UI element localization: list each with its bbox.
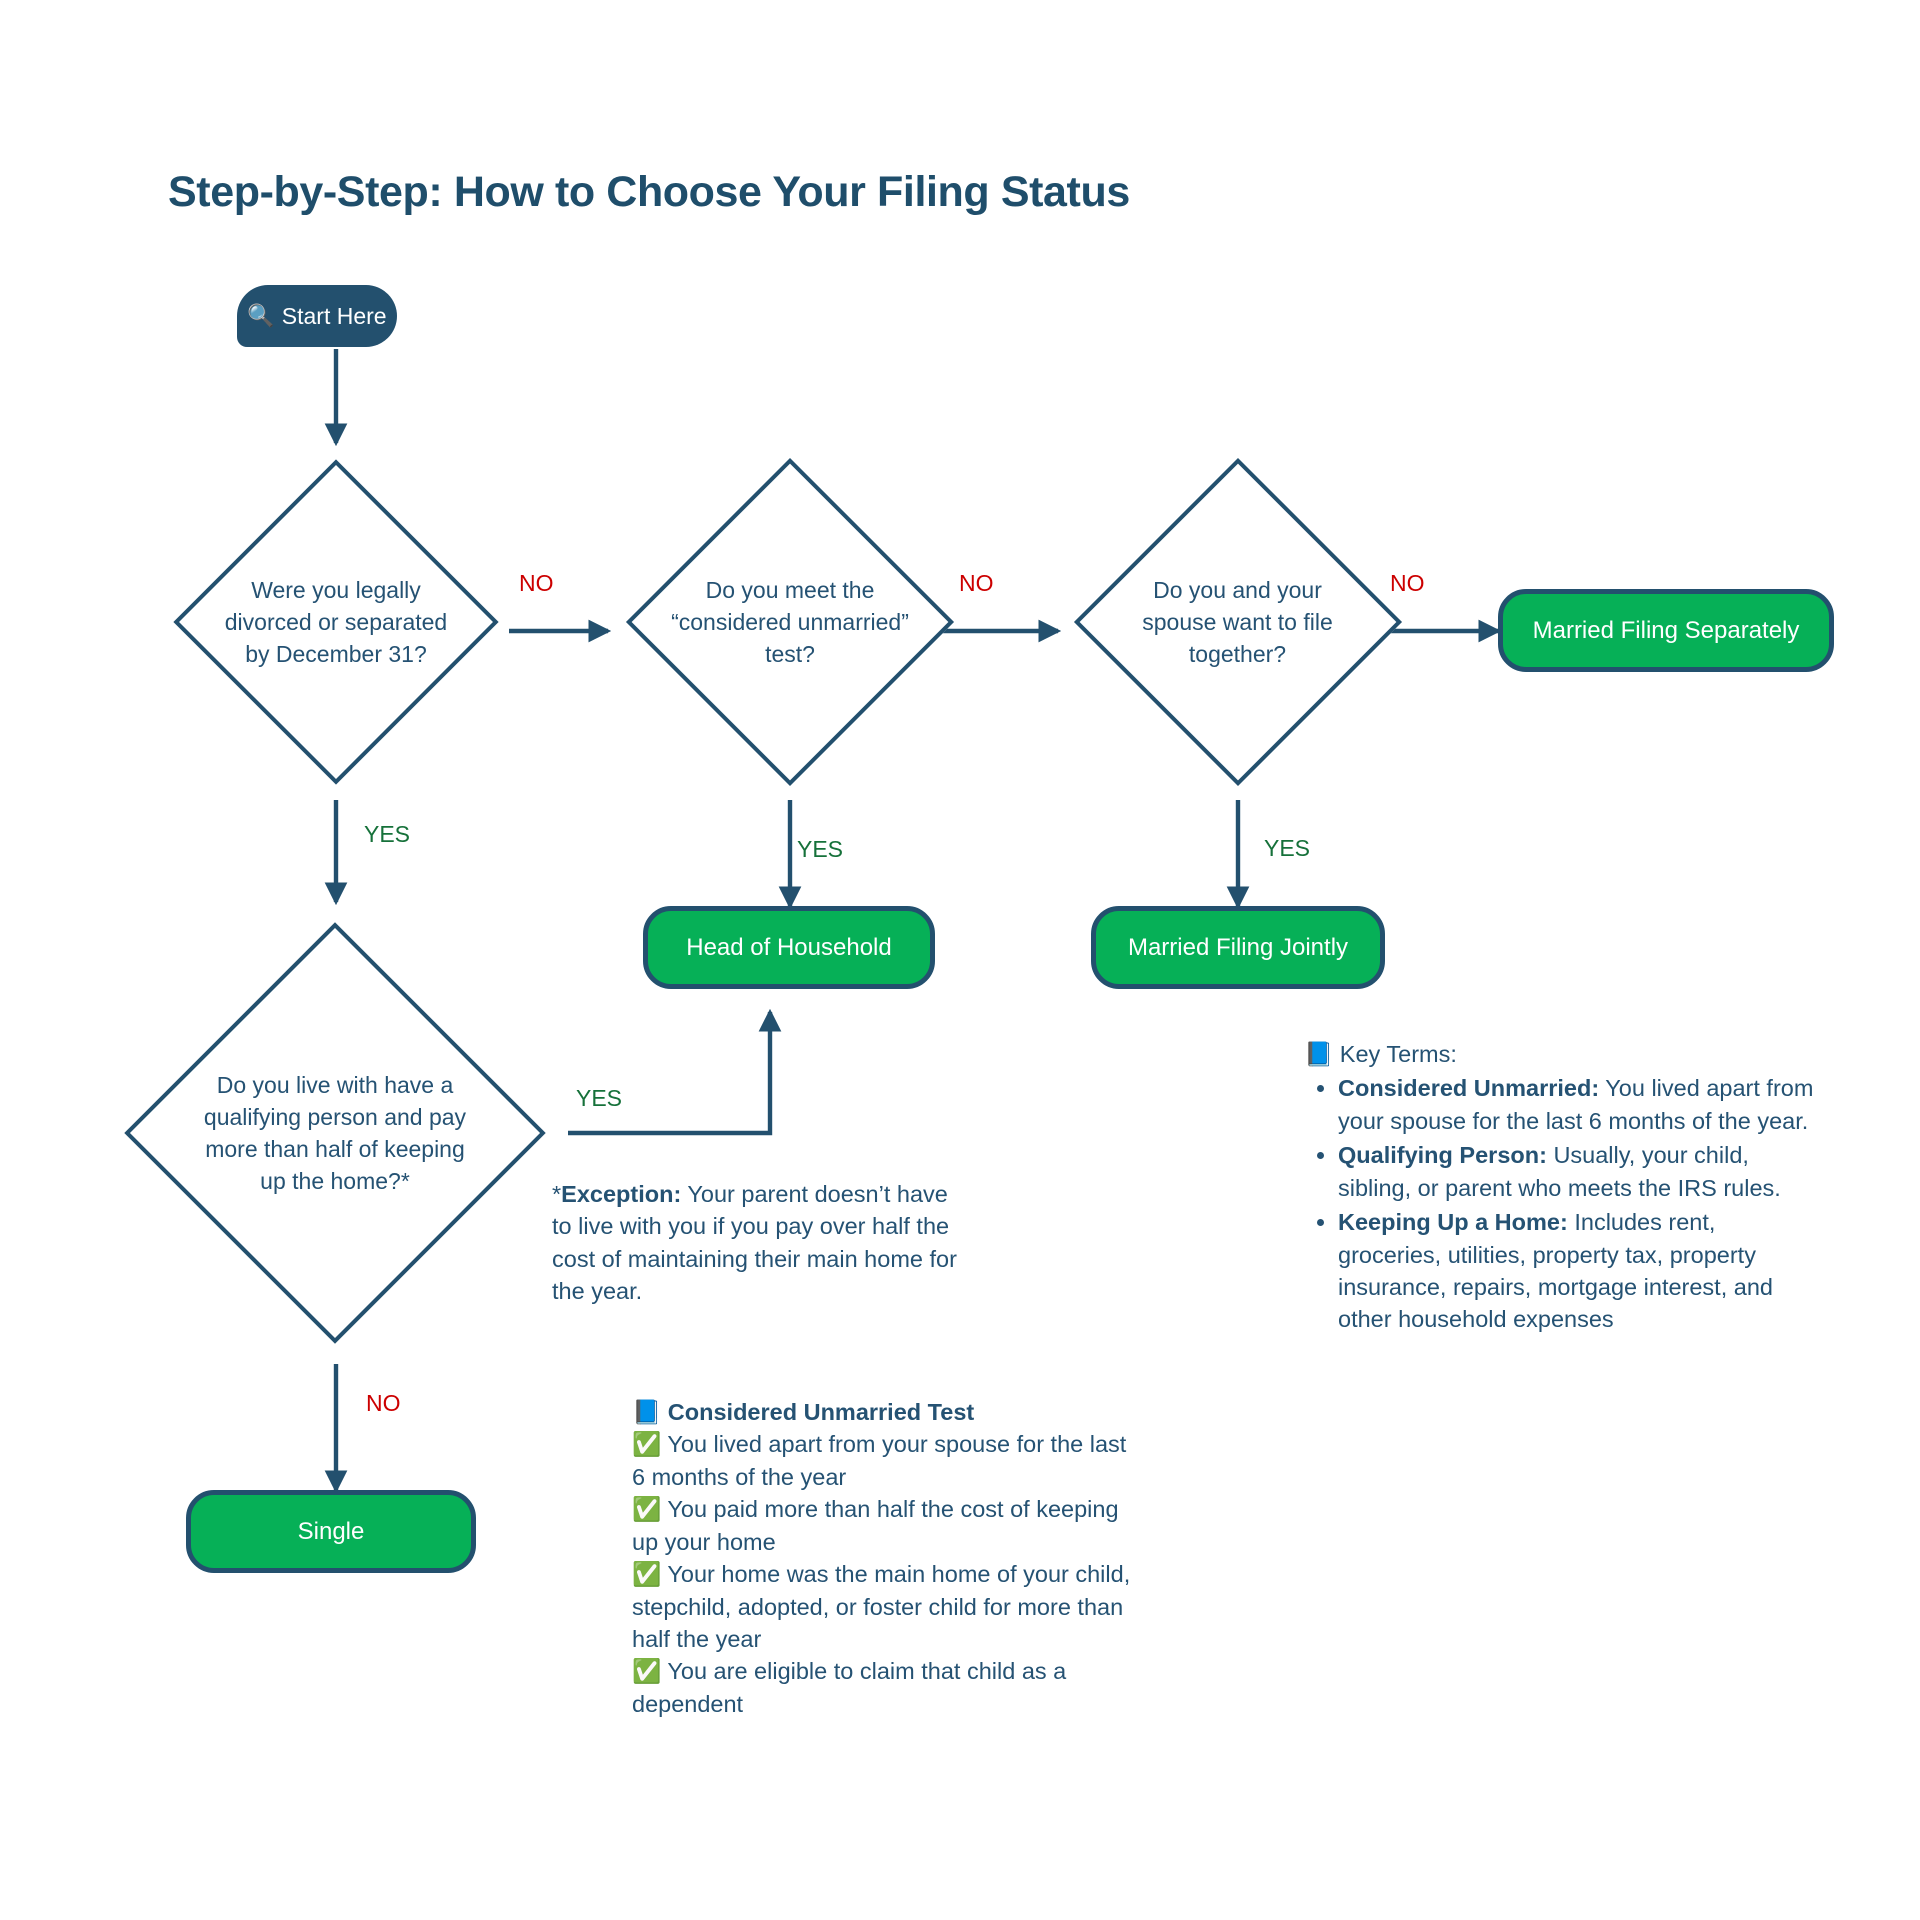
key-term-name: Keeping Up a Home: <box>1338 1209 1568 1236</box>
start-here-node[interactable]: 🔍 Start Here <box>237 285 397 347</box>
result-single[interactable]: Single <box>186 1490 476 1573</box>
key-term-definition: Includes rent, groceries, utilities, pro… <box>1338 1209 1773 1333</box>
key-terms-panel: 📘 Key Terms: Considered Unmarried: You l… <box>1304 1038 1814 1338</box>
result-married-filing-jointly[interactable]: Married Filing Jointly <box>1091 906 1385 989</box>
edge-qualifying-yes <box>568 1008 782 1136</box>
result-label: Head of Household <box>686 933 892 961</box>
result-label: Single <box>297 1517 365 1545</box>
check-icon: ✅ <box>632 1561 662 1588</box>
result-head-of-household[interactable]: Head of Household <box>643 906 935 989</box>
checklist-heading: Considered Unmarried Test <box>667 1399 975 1425</box>
decision-considered-unmarried-label: Do you meet the “considered unmarried” t… <box>671 576 909 668</box>
edge-label-qualifying-yes: YES <box>576 1085 623 1111</box>
book-icon: 📘 <box>632 1399 662 1425</box>
book-icon: 📘 <box>1304 1041 1334 1067</box>
key-term-item: Qualifying Person: Usually, your child, … <box>1338 1139 1814 1204</box>
key-term-name: Considered Unmarried: <box>1338 1075 1600 1102</box>
decision-divorced[interactable]: Were you legally divorced or separated b… <box>173 443 499 801</box>
edge-label-unmarried-no: NO <box>959 570 994 596</box>
page-title: Step-by-Step: How to Choose Your Filing … <box>168 168 1130 216</box>
checklist-item: ✅ You lived apart from your spouse for t… <box>632 1428 1142 1493</box>
checklist-item-text: Your home was the main home of your chil… <box>632 1561 1131 1652</box>
key-terms-list: Considered Unmarried: You lived apart fr… <box>1304 1072 1814 1335</box>
checklist-item-text: You are eligible to claim that child as … <box>632 1658 1067 1717</box>
check-icon: ✅ <box>632 1431 662 1458</box>
key-terms-heading: Key Terms: <box>1339 1041 1457 1067</box>
checklist-item-text: You lived apart from your spouse for the… <box>632 1431 1127 1490</box>
checklist-heading-row: 📘 Considered Unmarried Test <box>632 1396 1142 1428</box>
key-terms-heading-row: 📘 Key Terms: <box>1304 1038 1814 1070</box>
exception-body: Your parent doesn’t have to live with yo… <box>552 1181 957 1305</box>
edge-label-together-yes: YES <box>1264 835 1311 861</box>
edge-label-divorced-yes: YES <box>364 821 411 847</box>
key-term-definition: You lived apart from your spouse for the… <box>1338 1075 1814 1134</box>
key-term-item: Keeping Up a Home: Includes rent, grocer… <box>1338 1206 1814 1336</box>
checklist-item-text: You paid more than half the cost of keep… <box>632 1496 1119 1555</box>
key-term-name: Qualifying Person: <box>1338 1142 1547 1169</box>
decision-qualifying-person-label: Do you live with have a qualifying perso… <box>203 1071 467 1195</box>
edge-label-qualifying-no: NO <box>366 1390 401 1416</box>
exception-note: *Exception: Your parent doesn’t have to … <box>552 1178 958 1308</box>
edge-label-divorced-no: NO <box>519 570 554 596</box>
result-label: Married Filing Separately <box>1532 616 1800 644</box>
considered-unmarried-checklist: 📘 Considered Unmarried Test ✅ You lived … <box>632 1396 1142 1720</box>
check-icon: ✅ <box>632 1496 662 1523</box>
magnifier-icon: 🔍 <box>247 303 275 328</box>
decision-file-together[interactable]: Do you and your spouse want to file toge… <box>1073 443 1402 801</box>
decision-file-together-label: Do you and your spouse want to file toge… <box>1142 576 1333 668</box>
result-label: Married Filing Jointly <box>1127 933 1349 961</box>
checklist-item: ✅ Your home was the main home of your ch… <box>632 1558 1142 1655</box>
key-term-definition: Usually, your child, sibling, or parent … <box>1338 1142 1781 1201</box>
exception-marker: * <box>552 1181 562 1207</box>
key-term-item: Considered Unmarried: You lived apart fr… <box>1338 1072 1814 1137</box>
decision-divorced-label: Were you legally divorced or separated b… <box>224 576 448 668</box>
decision-qualifying-person[interactable]: Do you live with have a qualifying perso… <box>100 902 570 1364</box>
result-married-filing-separately[interactable]: Married Filing Separately <box>1498 589 1834 672</box>
start-here-label: Start Here <box>281 302 387 329</box>
decision-considered-unmarried[interactable]: Do you meet the “considered unmarried” t… <box>625 443 955 801</box>
checklist-item: ✅ You paid more than half the cost of ke… <box>632 1493 1142 1558</box>
edge-label-unmarried-yes: YES <box>797 836 844 862</box>
check-icon: ✅ <box>632 1658 662 1685</box>
checklist-item: ✅ You are eligible to claim that child a… <box>632 1655 1142 1720</box>
exception-label: Exception: <box>561 1181 682 1207</box>
edge-label-together-no: NO <box>1390 570 1425 596</box>
